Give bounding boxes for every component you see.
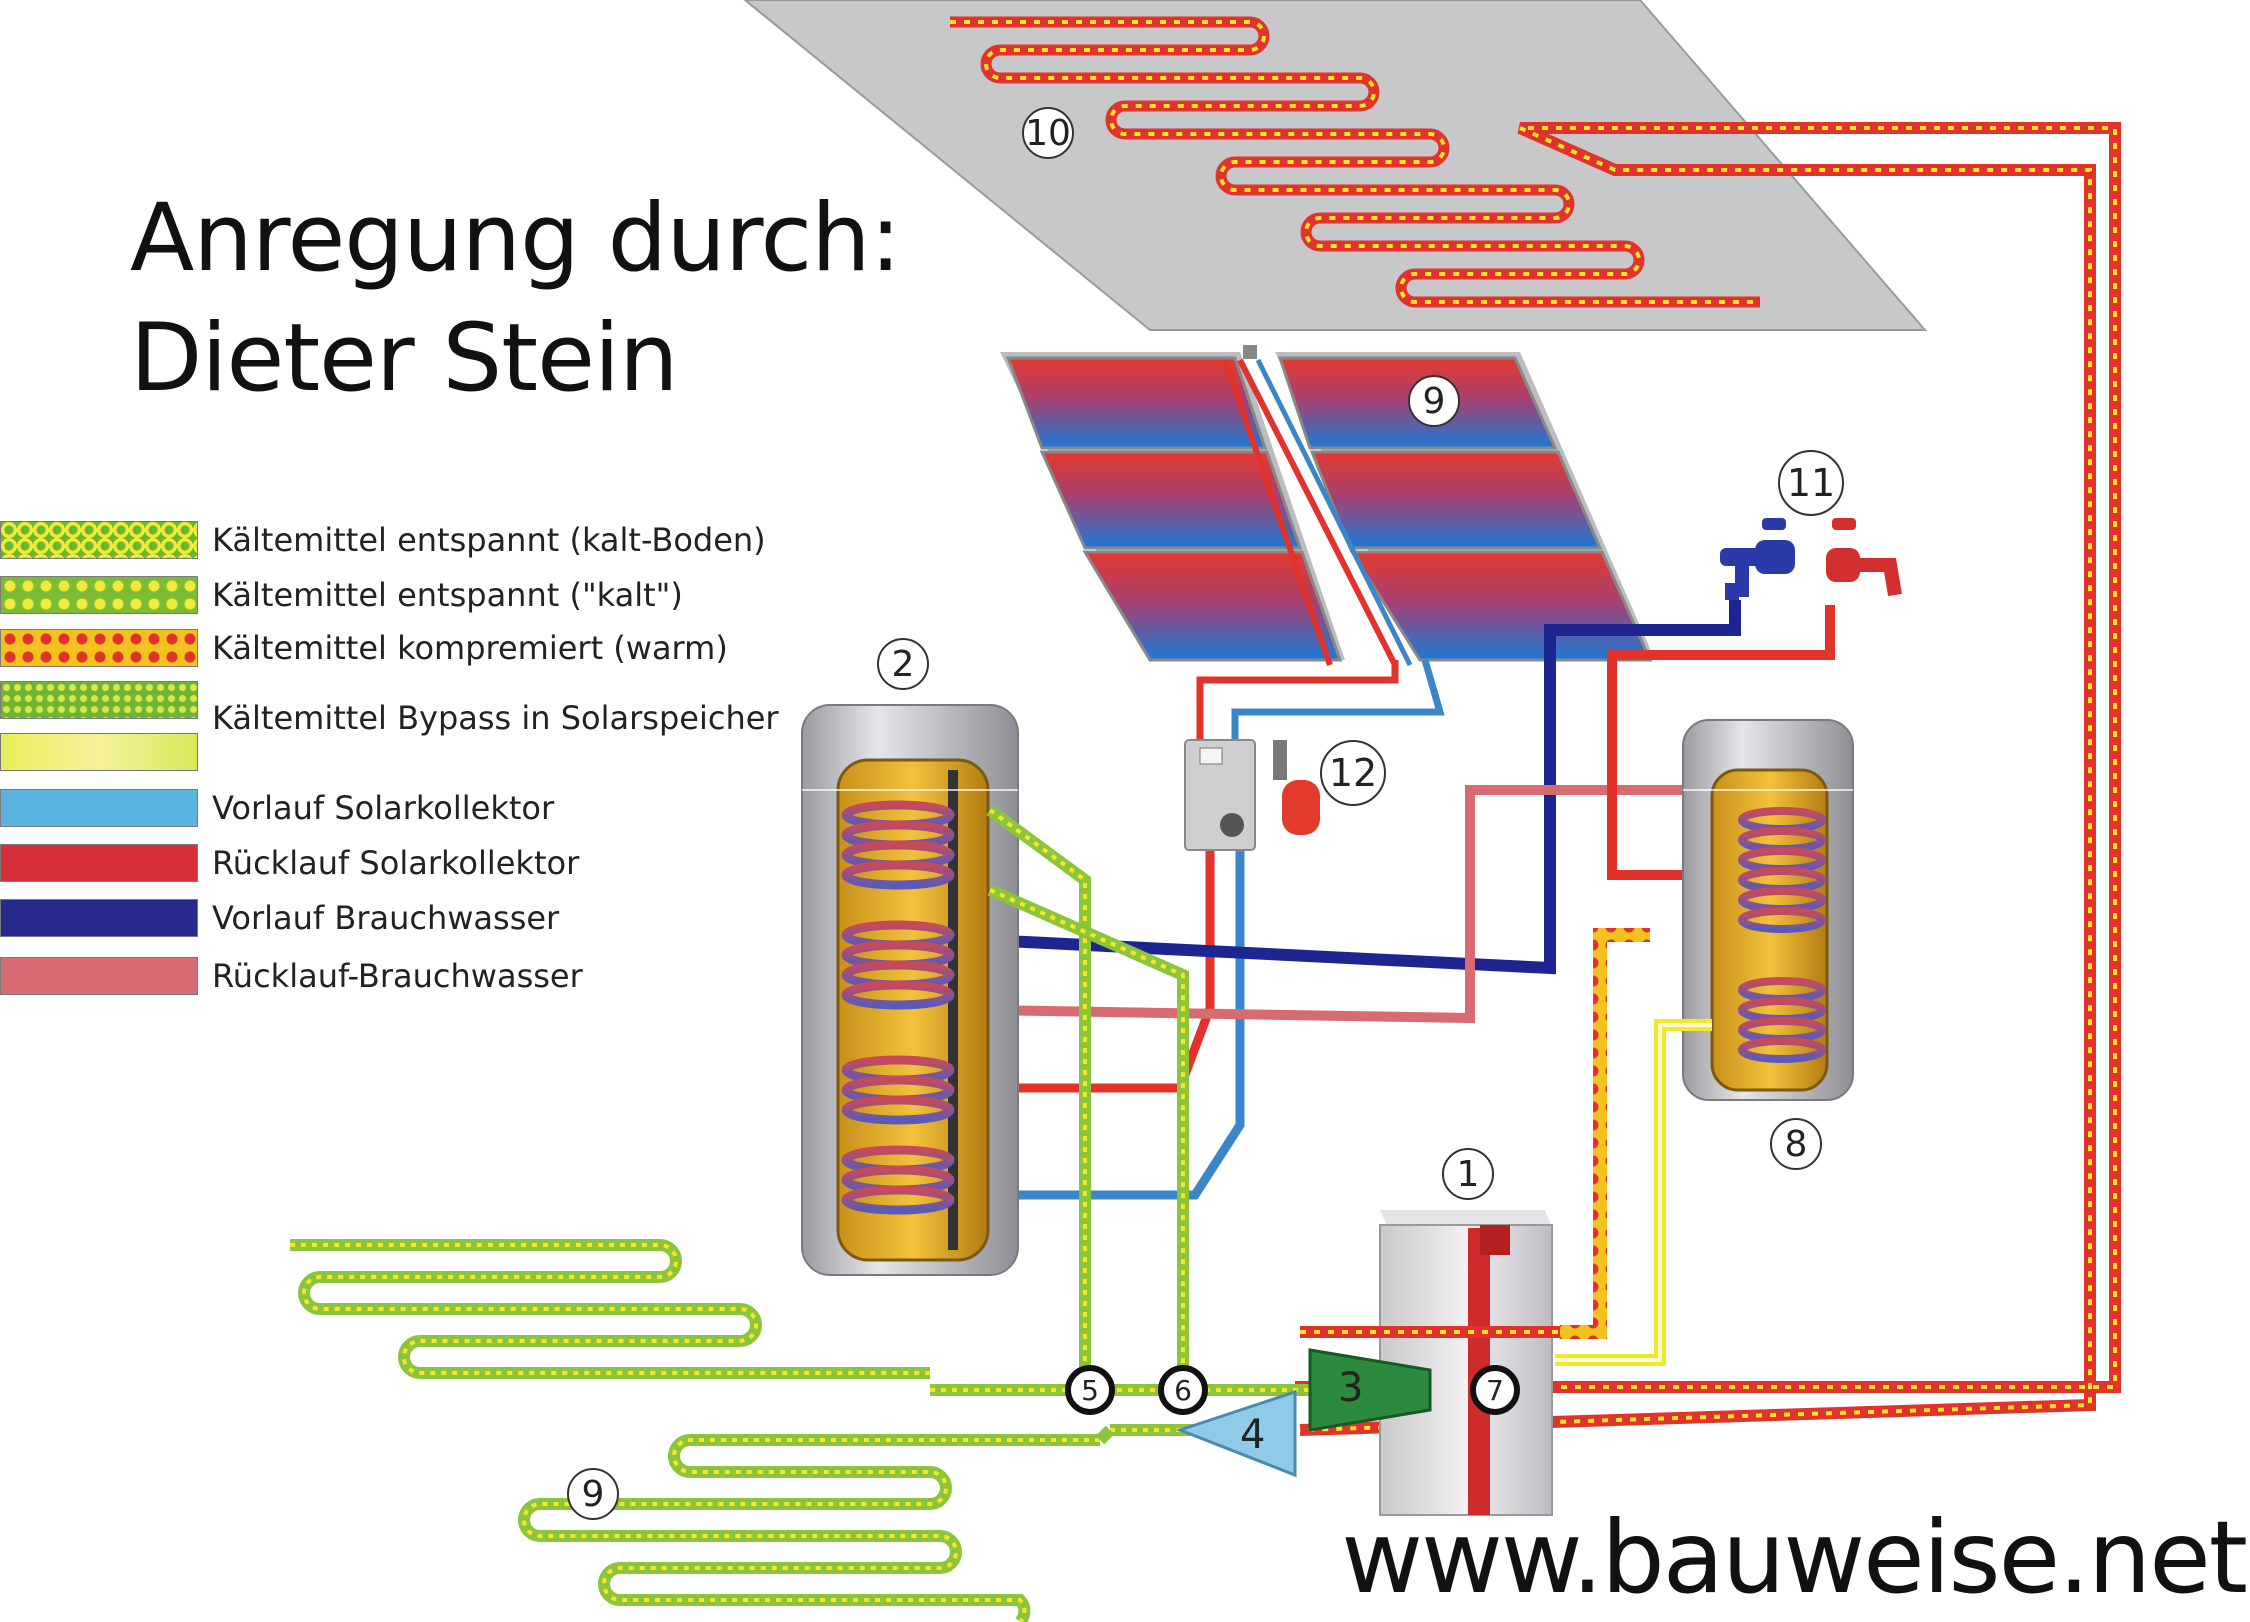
legend-swatch-cold-ground: [0, 521, 198, 559]
legend-label: Kältemittel entspannt ("kalt"): [212, 576, 683, 614]
ground-coil: [290, 1239, 1115, 1622]
callout-1: 1: [1442, 1148, 1494, 1200]
storage-tank-icon: [801, 704, 1019, 1276]
legend-swatch-cold: [0, 576, 198, 614]
callout-9-ground: 9: [567, 1468, 619, 1520]
legend-item: [0, 680, 212, 720]
legend-swatch-solar-return: [0, 844, 198, 882]
title-line-2: Dieter Stein: [130, 304, 679, 413]
legend-item: Vorlauf Brauchwasser: [0, 898, 559, 938]
compressor-symbol: [1308, 1348, 1432, 1432]
legend-item: Kältemittel Bypass in Solarspeicher: [212, 698, 779, 738]
legend-swatch-water-return: [0, 957, 198, 995]
hot-tap-icon: [1826, 518, 1902, 597]
callout-8: 8: [1770, 1118, 1822, 1170]
pump-station-icon: [1184, 739, 1256, 851]
legend-swatch-bypass-light: [0, 733, 198, 771]
title-line-1: Anregung durch:: [130, 184, 901, 293]
legend-label: Kältemittel entspannt (kalt-Boden): [212, 521, 766, 559]
valve-6: 6: [1158, 1365, 1208, 1415]
legend-swatch-solar-flow: [0, 789, 198, 827]
legend-label: Rücklauf-Brauchwasser: [212, 957, 583, 995]
expansion-valve-symbol: [1175, 1389, 1297, 1478]
valve-5: 5: [1065, 1365, 1115, 1415]
expansion-label: 4: [1240, 1412, 1266, 1458]
legend-item: Rücklauf-Brauchwasser: [0, 956, 583, 996]
legend-item: Rücklauf Solarkollektor: [0, 843, 579, 883]
legend-item: Vorlauf Solarkollektor: [0, 788, 554, 828]
callout-12: 12: [1320, 740, 1386, 806]
legend-item: Kältemittel entspannt ("kalt"): [0, 575, 683, 615]
ceiling-panel: [743, 0, 1928, 331]
legend-label: Vorlauf Solarkollektor: [212, 789, 555, 827]
callout-2: 2: [877, 638, 929, 690]
legend-item: Kältemittel kompremiert (warm): [0, 628, 728, 668]
domestic-water-pipes: [984, 600, 1835, 1024]
legend-label: Rücklauf Solarkollektor: [212, 844, 580, 882]
legend-item: Kältemittel entspannt (kalt-Boden): [0, 520, 766, 560]
legend-swatch-water-flow: [0, 899, 198, 937]
callout-11: 11: [1778, 450, 1844, 516]
legend-item: [0, 732, 212, 772]
legend-swatch-warm: [0, 629, 198, 667]
warm-refrigerant-loop: [1295, 122, 2121, 1436]
legend-label: Vorlauf Brauchwasser: [212, 899, 560, 937]
legend-label: Kältemittel kompremiert (warm): [212, 629, 728, 667]
legend-label: Kältemittel Bypass in Solarspeicher: [212, 699, 779, 737]
callout-10: 10: [1022, 107, 1074, 159]
refrigerant-pipes: [930, 805, 1712, 1436]
heat-pump-unit-icon: [1379, 1210, 1553, 1516]
cold-tap-icon: [1720, 518, 1795, 600]
solar-collector: [1000, 345, 1655, 667]
legend-swatch-bypass: [0, 681, 198, 719]
callout-9-collector: 9: [1408, 375, 1460, 427]
valve-7: 7: [1470, 1365, 1520, 1415]
footer-url: www.bauweise.net: [1341, 1499, 2248, 1616]
storage-tank-icon: [1682, 719, 1854, 1101]
expansion-vessel-icon: [1273, 740, 1320, 835]
compressor-label: 3: [1338, 1365, 1364, 1411]
